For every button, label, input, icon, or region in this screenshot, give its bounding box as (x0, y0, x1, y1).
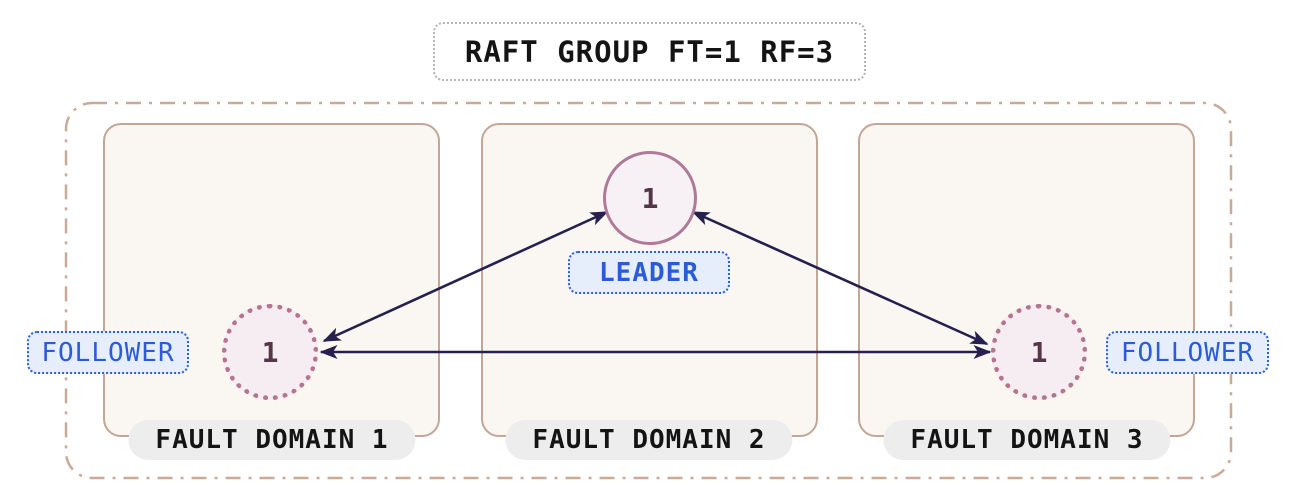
fault-domain-label-1: FAULT DOMAIN 1 (128, 420, 416, 460)
leader-node: 1 (603, 151, 697, 245)
follower-badge-3-label: FOLLOWER (1120, 337, 1255, 368)
leader-badge-label: LEADER (599, 257, 699, 288)
follower-node-3: 1 (991, 304, 1087, 400)
fault-domain-label-2: FAULT DOMAIN 2 (505, 420, 793, 460)
follower-node-3-id: 1 (1030, 335, 1048, 369)
raft-group-title: RAFT GROUP FT=1 RF=3 (433, 22, 866, 81)
fault-domain-label-1-text: FAULT DOMAIN 1 (155, 425, 389, 455)
leader-badge: LEADER (568, 251, 730, 294)
follower-badge-1: FOLLOWER (27, 331, 189, 374)
raft-group-title-label: RAFT GROUP FT=1 RF=3 (464, 34, 835, 69)
fault-domain-label-2-text: FAULT DOMAIN 2 (532, 425, 766, 455)
fault-domain-label-3: FAULT DOMAIN 3 (883, 420, 1171, 460)
follower-node-1: 1 (222, 304, 318, 400)
follower-badge-1-label: FOLLOWER (41, 337, 175, 368)
leader-node-id: 1 (641, 181, 659, 215)
follower-node-1-id: 1 (261, 335, 279, 369)
fault-domain-label-3-text: FAULT DOMAIN 3 (910, 425, 1144, 455)
follower-badge-3: FOLLOWER (1106, 331, 1269, 374)
